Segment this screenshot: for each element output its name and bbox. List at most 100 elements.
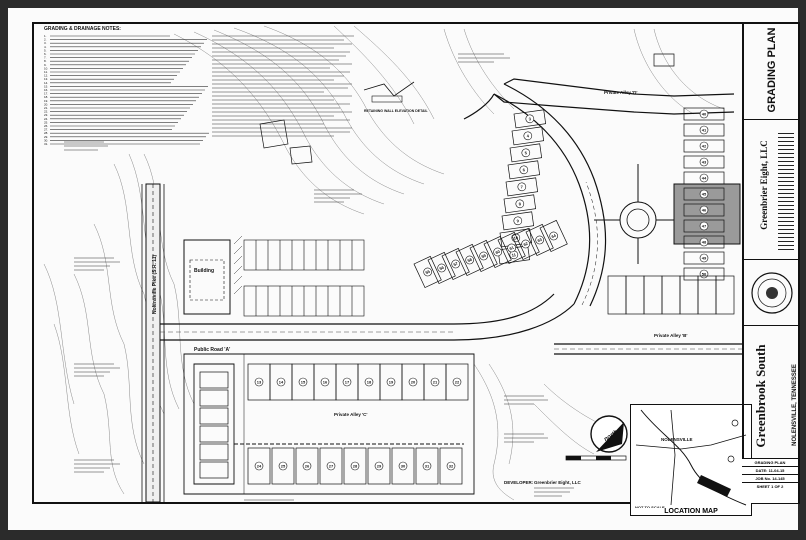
developer-name: Greenbrier Eight, LLC bbox=[534, 480, 582, 485]
building-label: Building bbox=[194, 268, 214, 274]
lot-number: 5 bbox=[524, 150, 528, 155]
lot-number: 18 bbox=[367, 380, 372, 385]
note-number: 21. bbox=[44, 106, 48, 110]
lot: 45 bbox=[683, 187, 725, 201]
note-number: 19. bbox=[44, 99, 48, 103]
lot-number: 49 bbox=[702, 256, 707, 261]
lot: 4 bbox=[511, 126, 545, 146]
note-number: 24. bbox=[44, 117, 48, 121]
lot-outline bbox=[497, 231, 526, 265]
lot-outline bbox=[343, 447, 367, 485]
sheet-number: SHEET 1 OF 2 bbox=[756, 484, 784, 489]
private-alley-d-label: Private Alley 'D' bbox=[604, 90, 638, 95]
lot-marker bbox=[451, 259, 460, 269]
lot-number: 29 bbox=[377, 464, 382, 469]
developer-heading: DEVELOPER: bbox=[504, 480, 534, 485]
note-number: 16. bbox=[44, 88, 48, 92]
lot-number: 56 bbox=[439, 264, 446, 271]
lot-outline bbox=[505, 177, 539, 197]
lot-marker bbox=[342, 377, 352, 387]
lot: 17 bbox=[335, 363, 359, 401]
lot-outline bbox=[511, 126, 545, 146]
lot-outline bbox=[683, 123, 725, 137]
lot-outline bbox=[683, 219, 725, 233]
lot-outline bbox=[501, 211, 535, 231]
drawing-sheet: GRADING & DRAINAGE NOTES: 1. 2. 3. 4. 5.… bbox=[8, 8, 800, 530]
lot: 41 bbox=[683, 123, 725, 137]
company-cell: Greenbrier Eight, LLC bbox=[744, 120, 800, 260]
lot: 25 bbox=[271, 447, 295, 485]
lot-number: 42 bbox=[702, 144, 707, 149]
lot-number: 19 bbox=[389, 380, 394, 385]
lots-far-left bbox=[199, 371, 229, 479]
north-arrow: north bbox=[590, 415, 628, 453]
lot-number: 44 bbox=[702, 176, 707, 181]
developer-block: DEVELOPER: Greenbrier Eight, LLC bbox=[504, 480, 582, 497]
lot-outline bbox=[427, 251, 456, 285]
lot-marker bbox=[699, 157, 709, 167]
sheet-border bbox=[32, 22, 800, 504]
lot-outline bbox=[683, 139, 725, 153]
lot-marker bbox=[507, 243, 516, 253]
lot-marker bbox=[364, 377, 374, 387]
lot: 61 bbox=[497, 231, 526, 265]
lot-outline bbox=[683, 187, 725, 201]
public-road-a: Public Road 'A' bbox=[160, 293, 742, 355]
note-number: 20. bbox=[44, 102, 48, 106]
lot-number: 59 bbox=[481, 252, 488, 259]
lot-marker bbox=[517, 182, 527, 192]
lot: 62 bbox=[511, 227, 540, 261]
note-number: 2. bbox=[44, 38, 47, 42]
drawing-label: GRADING PLAN bbox=[742, 459, 798, 467]
lot-marker bbox=[699, 125, 709, 135]
lot-number: 48 bbox=[702, 240, 707, 245]
lot: 57 bbox=[441, 247, 470, 281]
sheet-title: GRADING PLAN bbox=[766, 27, 778, 113]
lot-marker bbox=[699, 141, 709, 151]
site-plan-svg: GRADING & DRAINAGE NOTES: 1. 2. 3. 4. 5.… bbox=[43, 25, 742, 503]
lot-outline bbox=[455, 243, 484, 277]
note-number: 11. bbox=[44, 70, 48, 74]
lot-number: 32 bbox=[449, 464, 454, 469]
lot-marker bbox=[254, 461, 264, 471]
property-owner-labels bbox=[64, 53, 548, 501]
lot-outline bbox=[683, 267, 725, 281]
lot: 16 bbox=[313, 363, 337, 401]
grading-plan-drawing: GRADING & DRAINAGE NOTES: 1. 2. 3. 4. 5.… bbox=[34, 24, 752, 516]
lot-marker bbox=[525, 114, 535, 124]
lot-outline bbox=[525, 223, 554, 257]
lot: 24 bbox=[247, 447, 271, 485]
lot-number: 20 bbox=[411, 380, 416, 385]
lot-number: 4 bbox=[526, 133, 530, 138]
note-number: 5. bbox=[44, 48, 47, 52]
lot: 21 bbox=[423, 363, 447, 401]
lot: 46 bbox=[683, 203, 725, 217]
lot-marker bbox=[699, 109, 709, 119]
lot: 22 bbox=[445, 363, 469, 401]
lot-number: 27 bbox=[329, 464, 334, 469]
note-number: 10. bbox=[44, 66, 48, 70]
note-number: 27. bbox=[44, 128, 48, 132]
lot-marker bbox=[493, 247, 502, 257]
lot-outline bbox=[367, 447, 391, 485]
lot-outline bbox=[247, 447, 271, 485]
lot-marker bbox=[699, 205, 709, 215]
lot-marker bbox=[298, 377, 308, 387]
lot-number: 47 bbox=[702, 224, 707, 229]
lot-outline bbox=[319, 447, 343, 485]
note-number: 8. bbox=[44, 59, 47, 63]
lot: 56 bbox=[427, 251, 456, 285]
lot-marker bbox=[320, 377, 330, 387]
lot-number: 28 bbox=[353, 464, 358, 469]
lot-outline bbox=[513, 109, 547, 129]
lot: 47 bbox=[683, 219, 725, 233]
lot-outline bbox=[683, 251, 725, 265]
lot: 58 bbox=[455, 243, 484, 277]
job-number: JOB No. 14-145 bbox=[742, 475, 798, 483]
note-number: 26. bbox=[44, 124, 48, 128]
lot-number: 9 bbox=[516, 218, 520, 223]
lot-outline bbox=[445, 363, 469, 401]
lot-marker bbox=[699, 189, 709, 199]
